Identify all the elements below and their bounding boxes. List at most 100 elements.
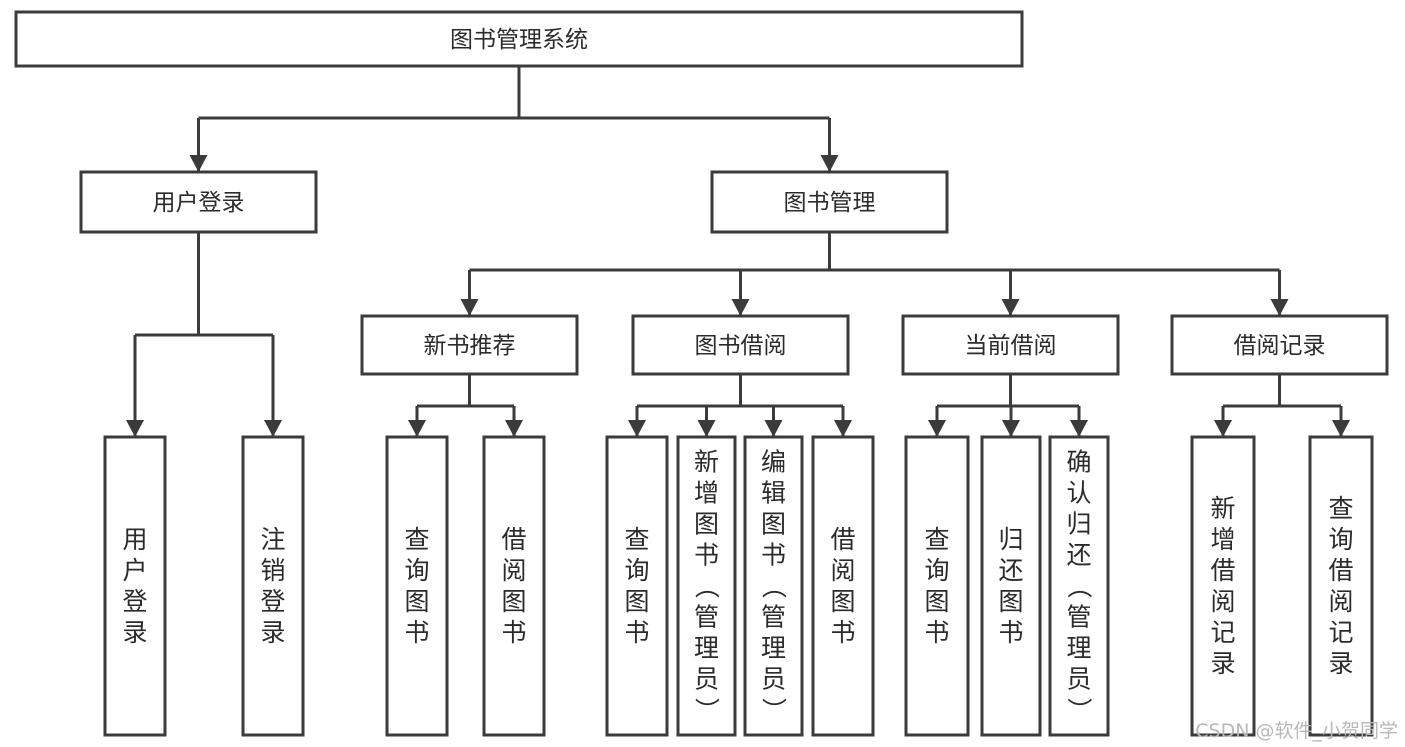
connector-group-l2_0	[126, 232, 282, 437]
node-box	[710, 170, 949, 234]
arrow-head-icon	[1270, 299, 1289, 316]
node-label-char: 图	[694, 510, 719, 539]
node-label-char: 询	[1328, 525, 1353, 554]
arrow-head-icon	[1002, 420, 1020, 437]
node-label-char: 图	[624, 587, 649, 616]
node-label: 图书管理	[784, 190, 876, 216]
node-l3_1[interactable]: 图书借阅	[631, 314, 850, 376]
arrow-head-icon	[764, 420, 783, 437]
node-label-char: 还	[998, 556, 1023, 585]
node-label-char: 管	[761, 603, 786, 632]
node-l2_1[interactable]: 图书管理	[710, 170, 949, 234]
node-label-char: （	[1065, 573, 1094, 598]
connector-group-l2_1	[460, 232, 1289, 316]
node-layer: 图书管理系统用户登录图书管理新书推荐图书借阅当前借阅借阅记录用户登录注销登录查询…	[14, 10, 1389, 737]
node-label-char: 借	[1328, 556, 1353, 585]
node-label-char: 借	[830, 525, 855, 554]
node-label-char: 书	[694, 541, 719, 570]
node-label-char: 认	[1066, 479, 1091, 508]
node-leaf_0[interactable]: 用户登录	[103, 435, 167, 737]
node-box	[103, 435, 167, 737]
node-label-char: 确	[1066, 448, 1091, 477]
node-l3_0[interactable]: 新书推荐	[360, 314, 579, 376]
node-label-char: 询	[404, 556, 429, 585]
node-label: 新书推荐	[424, 333, 516, 359]
connector-group-l3_3	[1214, 374, 1350, 437]
node-box	[1190, 435, 1256, 737]
node-label-char: 新	[1210, 494, 1235, 523]
node-box	[1308, 435, 1374, 737]
node-label-char: 书	[624, 618, 649, 647]
node-box	[482, 435, 546, 737]
node-root[interactable]: 图书管理系统	[14, 10, 1024, 68]
node-box	[811, 435, 875, 737]
node-l3_3[interactable]: 借阅记录	[1170, 314, 1389, 376]
node-label: 当前借阅	[965, 333, 1057, 359]
node-l3_2[interactable]: 当前借阅	[901, 314, 1120, 376]
node-label-char: 记	[1210, 618, 1235, 647]
arrow-head-icon	[834, 420, 852, 437]
node-label-char: 阅	[830, 556, 855, 585]
node-box	[743, 435, 804, 737]
node-label-char: 销	[260, 556, 285, 585]
node-label-char: 询	[624, 556, 649, 585]
node-label-char: （	[759, 573, 788, 598]
arrow-head-icon	[1001, 299, 1020, 316]
node-label-char: 新	[694, 448, 719, 477]
node-label-char: 还	[1066, 541, 1091, 570]
node-label-char: 书	[404, 618, 429, 647]
node-label-char: 图	[761, 510, 786, 539]
node-label-char: 图	[404, 587, 429, 616]
node-label-char: 理	[761, 634, 786, 663]
node-label-char: 归	[1066, 510, 1091, 539]
arrow-head-icon	[1332, 420, 1350, 437]
node-label-char: 图	[501, 587, 526, 616]
node-box	[901, 314, 1120, 376]
node-label-char: 图	[830, 587, 855, 616]
node-l2_0[interactable]: 用户登录	[79, 170, 318, 234]
node-label-char: 员	[1066, 665, 1091, 694]
node-label-char: 录	[260, 618, 285, 647]
connector-group-l3_1	[628, 374, 852, 437]
node-label-char: 归	[998, 525, 1023, 554]
node-label-char: 询	[924, 556, 949, 585]
node-box	[14, 10, 1024, 68]
connector-group-l3_0	[408, 374, 523, 437]
node-label-char: 阅	[1328, 587, 1353, 616]
node-label-char: 书	[830, 618, 855, 647]
node-label: 用户登录	[153, 190, 245, 216]
node-label-char: 用	[122, 525, 147, 554]
node-box	[904, 435, 970, 737]
arrow-head-icon	[731, 299, 750, 316]
node-label-char: 图	[998, 587, 1023, 616]
node-label-char: 编	[761, 448, 786, 477]
arrow-head-icon	[408, 420, 426, 437]
node-label-char: 注	[260, 525, 285, 554]
arrow-head-icon	[505, 420, 523, 437]
node-box	[385, 435, 449, 737]
connector-group-l3_2	[928, 374, 1088, 437]
node-box	[605, 435, 669, 737]
node-label-char: 录	[122, 618, 147, 647]
node-box	[241, 435, 305, 737]
node-label-char: 录	[1328, 649, 1353, 678]
